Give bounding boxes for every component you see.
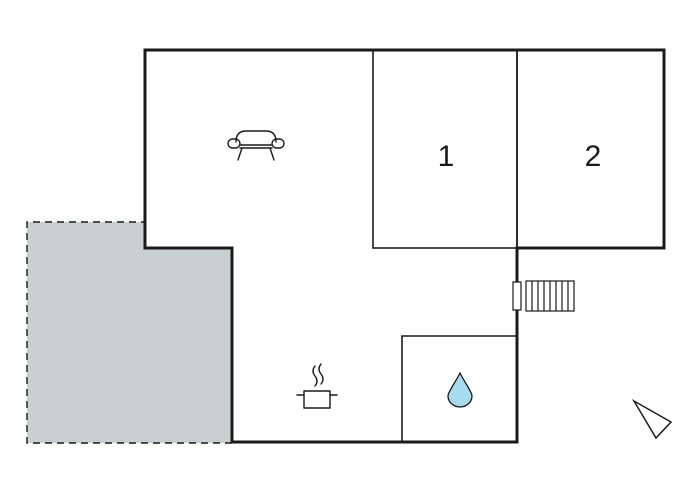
bedroom-1-label: 1: [438, 140, 455, 173]
compass-arrow-icon: [631, 398, 673, 440]
sofa-icon: [227, 130, 285, 161]
bathroom: [401, 335, 517, 442]
terrace: [26, 221, 232, 444]
cooking-pot-icon: [296, 363, 338, 409]
stairs-icon: [512, 280, 575, 312]
outer-wall: [143, 48, 666, 444]
water-drop-icon: [447, 371, 473, 408]
bedroom-2-label: 2: [585, 140, 602, 173]
